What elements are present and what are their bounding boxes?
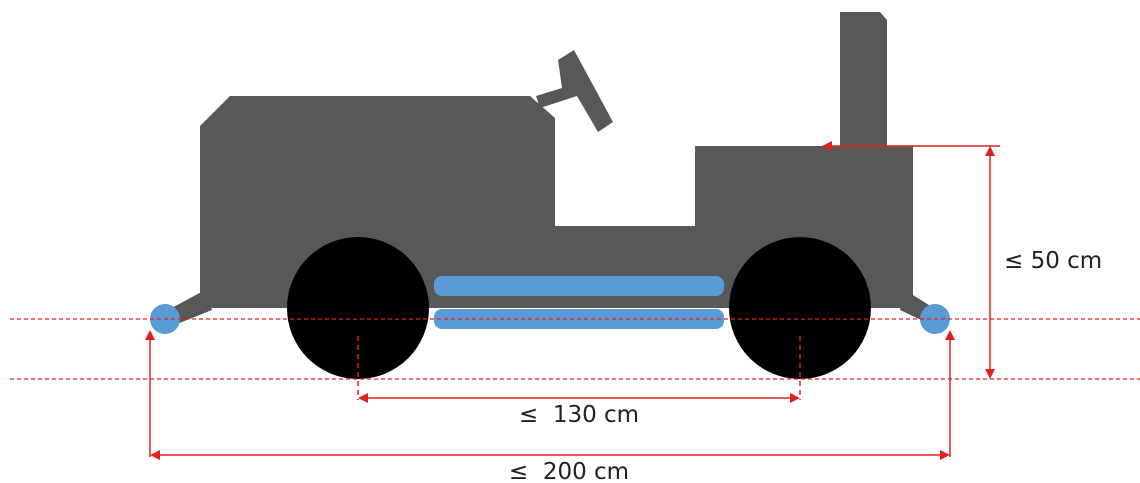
- axle-spacing-left-arrowhead: [358, 393, 368, 403]
- total-length-label: ≤ 200 cm: [509, 459, 629, 483]
- height-dimension: ≤ 50 cm: [822, 141, 1102, 379]
- front-extension-arrowhead: [145, 330, 155, 340]
- front-wheel: [287, 237, 429, 379]
- height-top-arrowhead: [985, 146, 995, 156]
- height-limit-label: ≤ 50 cm: [1004, 248, 1102, 274]
- height-top-leader-arrowhead: [822, 141, 832, 151]
- total-length-left-arrowhead: [150, 450, 160, 460]
- total-length-dimension: ≤ 200 cm: [150, 450, 950, 483]
- total-length-right-arrowhead: [940, 450, 950, 460]
- axle-spacing-dimension: ≤ 130 cm: [358, 393, 800, 428]
- rear-wheel: [729, 237, 871, 379]
- rear-extension-arrowhead: [945, 330, 955, 340]
- upper-bumper-bar: [434, 276, 724, 296]
- axle-spacing-right-arrowhead: [790, 393, 800, 403]
- axle-spacing-label: ≤ 130 cm: [519, 402, 639, 428]
- steering-wheel: [536, 50, 613, 132]
- rear-mast: [840, 12, 887, 146]
- height-bottom-arrowhead: [985, 369, 995, 379]
